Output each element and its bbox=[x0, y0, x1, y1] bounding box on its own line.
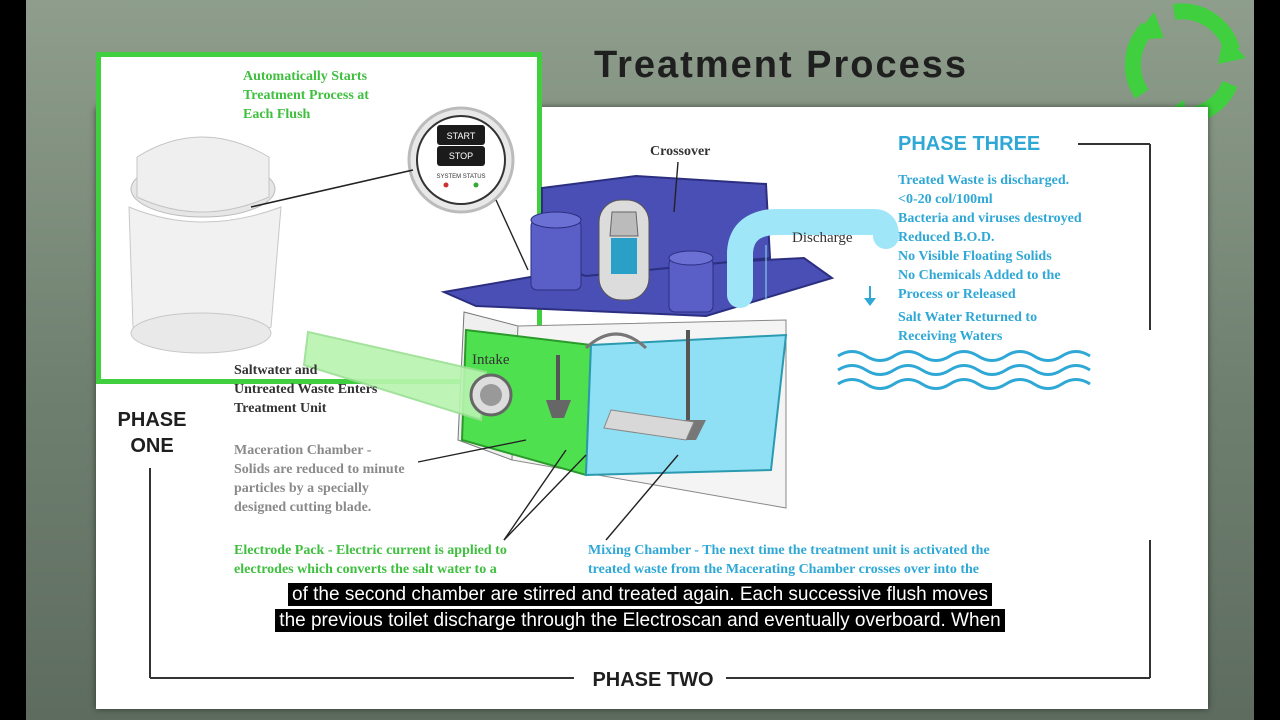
maceration-line: particles by a specially bbox=[234, 481, 369, 496]
maceration-line: Maceration Chamber - bbox=[234, 443, 372, 458]
intake-label: Intake bbox=[472, 352, 510, 368]
subtitle-text: of the second chamber are stirred and tr… bbox=[288, 583, 992, 606]
phase-one-heading: PHASE ONE bbox=[114, 407, 190, 459]
subtitle-text: the previous toilet discharge through th… bbox=[275, 609, 1005, 632]
phase-three-line: Reduced B.O.D. bbox=[898, 230, 995, 245]
system-status-label: SYSTEM STATUS bbox=[436, 174, 485, 180]
saltwater-enters-line: Treatment Unit bbox=[234, 401, 327, 416]
saltwater-enters-line: Saltwater and bbox=[234, 363, 318, 378]
phase-three-line: <0-20 col/100ml bbox=[898, 192, 993, 207]
mixing-text: Mixing Chamber - The next time the treat… bbox=[588, 541, 990, 579]
start-button-label: START bbox=[447, 131, 476, 141]
salt-water-line: Receiving Waters bbox=[898, 329, 1003, 344]
auto-start-line: Treatment Process at bbox=[243, 88, 369, 103]
subtitle-line-1: of the second chamber are stirred and tr… bbox=[0, 583, 1280, 606]
toilet-illustration: START STOP SYSTEM STATUS bbox=[128, 106, 515, 354]
stop-button-label: STOP bbox=[449, 151, 473, 161]
electrode-line: electrodes which converts the salt water… bbox=[234, 562, 497, 577]
auto-start-line: Each Flush bbox=[243, 107, 311, 122]
phase-three-line: Process or Released bbox=[898, 287, 1016, 302]
toilet-photo-box: START STOP SYSTEM STATUS bbox=[96, 52, 542, 384]
video-frame: Treatment Process START STOP SYSTEM STAT… bbox=[26, 0, 1254, 720]
salt-water-line: Salt Water Returned to bbox=[898, 310, 1038, 325]
mixing-line: Mixing Chamber - The next time the treat… bbox=[588, 543, 990, 558]
maceration-line: designed cutting blade. bbox=[234, 500, 372, 515]
saltwater-enters-line: Untreated Waste Enters bbox=[234, 382, 378, 397]
electrode-line: Electrode Pack - Electric current is app… bbox=[234, 543, 507, 558]
phase-three-line: No Visible Floating Solids bbox=[898, 249, 1052, 264]
mixing-line: treated waste from the Macerating Chambe… bbox=[588, 562, 980, 577]
phase-one-line: ONE bbox=[130, 435, 174, 457]
electrode-text: Electrode Pack - Electric current is app… bbox=[234, 541, 507, 579]
slide-title: Treatment Process bbox=[594, 44, 969, 86]
maceration-line: Solids are reduced to minute bbox=[234, 462, 405, 477]
phase-one-line: PHASE bbox=[117, 409, 187, 431]
phase-three-line: Bacteria and viruses destroyed bbox=[898, 211, 1082, 226]
maceration-text: Maceration Chamber - Solids are reduced … bbox=[234, 441, 405, 517]
discharge-label: Discharge bbox=[792, 230, 853, 246]
phase-three-text: Treated Waste is discharged. <0-20 col/1… bbox=[898, 171, 1082, 304]
crossover-label: Crossover bbox=[650, 144, 711, 159]
phase-two-heading: PHASE TWO bbox=[592, 669, 714, 691]
auto-start-text: Automatically Starts Treatment Process a… bbox=[243, 67, 369, 124]
phase-three-line: Treated Waste is discharged. bbox=[898, 173, 1070, 188]
salt-water-returned-text: Salt Water Returned to Receiving Waters bbox=[898, 308, 1037, 346]
phase-three-heading: PHASE THREE bbox=[898, 133, 1041, 155]
subtitle-line-2: the previous toilet discharge through th… bbox=[0, 609, 1280, 632]
phase-three-line: No Chemicals Added to the bbox=[898, 268, 1061, 283]
saltwater-enters-text: Saltwater and Untreated Waste Enters Tre… bbox=[234, 361, 377, 418]
auto-start-line: Automatically Starts bbox=[243, 69, 368, 84]
treatment-unit-diagram bbox=[149, 143, 1151, 679]
